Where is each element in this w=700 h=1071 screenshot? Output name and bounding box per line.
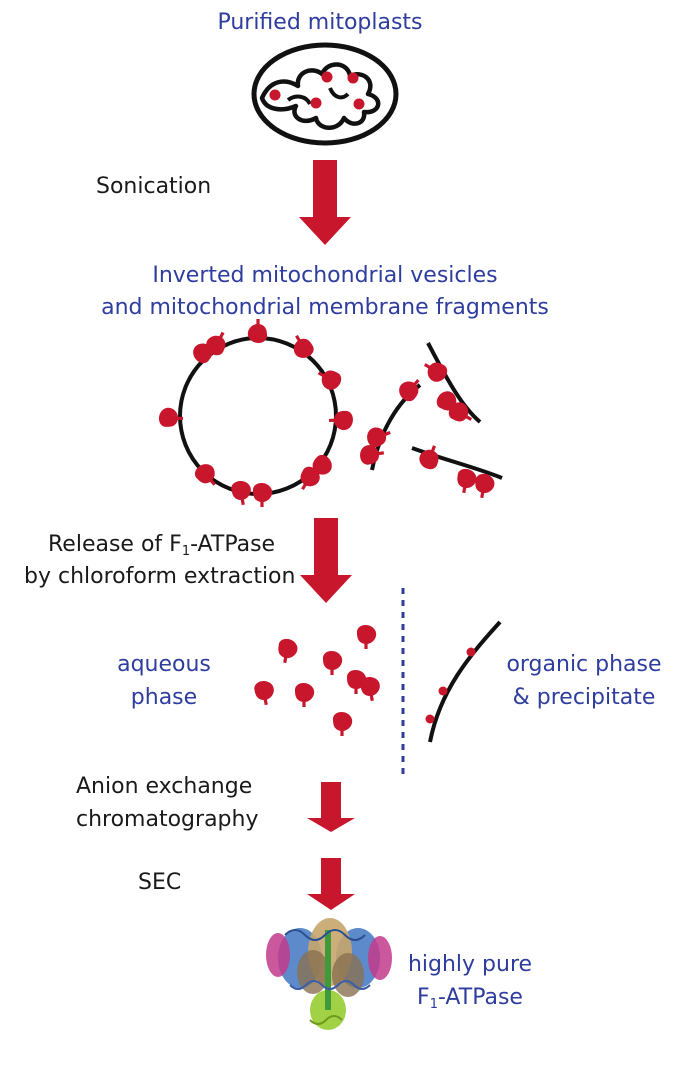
inverted-label-line2: and mitochondrial membrane fragments	[101, 295, 549, 320]
organic-membrane-icon	[425, 620, 502, 743]
organic-label-line2: & precipitate	[512, 685, 656, 710]
aqueous-label-line2: phase	[130, 685, 198, 710]
anion-label-line1: Anion exchange	[76, 774, 253, 799]
release-label-line1: Release of F1-ATPase	[48, 532, 276, 559]
pure-label-line2: F1-ATPase	[417, 985, 523, 1012]
sec-label: SEC	[138, 870, 182, 895]
inverted-label-line1: Inverted mitochondrial vesicles	[152, 263, 498, 288]
chloroform-arrow	[300, 518, 352, 603]
protein-structure-icon	[266, 918, 392, 1030]
anion-label-line2: chromatography	[76, 807, 259, 832]
sec-arrow	[307, 858, 355, 910]
mitoplast-icon	[251, 42, 399, 146]
pure-label-line1: highly pure	[407, 952, 533, 977]
membrane-fragment-icon	[358, 342, 503, 500]
aqueous-label-line1: aqueous	[117, 652, 211, 677]
release-label-line2: by chloroform extraction	[24, 564, 296, 589]
purified-label: Purified mitoplasts	[217, 10, 423, 35]
organic-label-line1: organic phase	[506, 652, 662, 677]
sonication-arrow	[299, 160, 351, 245]
anion-exchange-arrow	[307, 782, 355, 832]
sonication-label: Sonication	[96, 174, 212, 199]
inverted-vesicle-icon	[158, 319, 354, 507]
f1-atpase-particle-icon	[253, 624, 383, 736]
